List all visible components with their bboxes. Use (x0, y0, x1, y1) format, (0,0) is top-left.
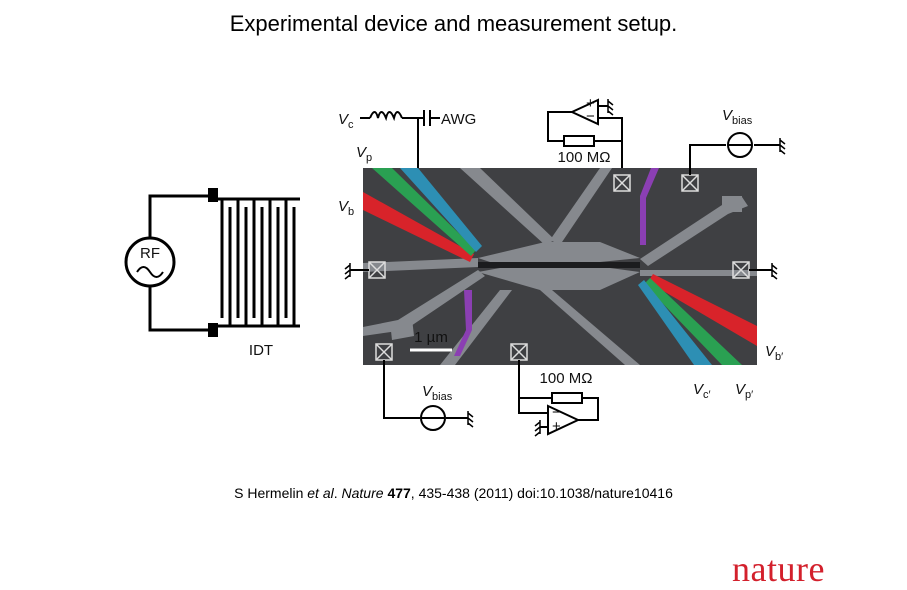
citation-etal: et al (307, 485, 334, 501)
citation-journal: Nature (341, 485, 384, 501)
right-ground (749, 263, 778, 280)
opamp-bottom-plus: + (552, 418, 561, 435)
resistor-bottom (551, 392, 583, 404)
nature-logo: nature (732, 549, 825, 589)
idt-top-pad (208, 188, 218, 202)
opamp-top (569, 98, 599, 126)
idt-label: IDT (249, 342, 273, 359)
gate-c-circuit: Vc AWG Vp Vb (338, 110, 476, 280)
resistor-top-label: 100 MΩ (558, 149, 611, 166)
vbias-top-wire (689, 144, 780, 175)
channel (478, 262, 640, 268)
ground-icon (771, 263, 778, 280)
opamp-bottom-minus: − (552, 404, 561, 421)
idt-fingers (220, 199, 296, 326)
citation: S Hermelin et al. Nature 477, 435-438 (2… (0, 485, 907, 501)
rf-idt-circuit: RF IDT (124, 188, 300, 359)
resistor-bottom-label: 100 MΩ (540, 370, 593, 387)
contact-box (613, 174, 631, 192)
ground-icon (779, 138, 786, 155)
bottom-bias-circuit: Vbias (383, 360, 474, 431)
citation-dot: . (333, 485, 342, 501)
citation-authors: S Hermelin (234, 485, 308, 501)
gate-red-right (648, 274, 757, 346)
vbias-bottom-wire (383, 360, 468, 419)
gate-blue-right (638, 280, 712, 365)
feedback-wire-bottom (518, 360, 599, 421)
citation-rest: , 435-438 (2011) doi:10.1038/nature10416 (410, 485, 673, 501)
awg-label: AWG (441, 111, 476, 128)
opamp-bottom (547, 404, 581, 436)
page-title: Experimental device and measurement setu… (229, 11, 678, 36)
citation-volume: 477 (387, 485, 411, 501)
right-gate-labels: Vb′ Vc′ Vp′ (693, 343, 783, 401)
bottom-amplifier-circuit: 100 MΩ − + (518, 360, 599, 437)
vbp-label: Vb′ (765, 343, 783, 363)
opamp-top-plus: + (586, 95, 595, 112)
vc-label: Vc (338, 111, 354, 131)
scale-bar-label: 1 µm (414, 329, 448, 346)
ground-icon (344, 263, 351, 280)
vbias-top-label: Vbias (722, 107, 753, 127)
vpp-label: Vp′ (735, 381, 753, 401)
sine-icon (136, 266, 164, 278)
ground-icon (467, 411, 474, 428)
gate-purple-bottom (454, 290, 472, 356)
top-amplifier-circuit: + − 100 MΩ (547, 95, 623, 168)
vb-label: Vb (338, 198, 354, 218)
idt-bottom-pad (208, 323, 218, 337)
grey-gates (363, 168, 757, 365)
capacitor-icon (423, 110, 431, 126)
opamp-top-minus: − (586, 108, 595, 125)
gate-red-left (363, 192, 474, 262)
sem-sample: 1 µm (363, 168, 757, 365)
ground-icon (534, 420, 541, 437)
vp-label: Vp (356, 144, 372, 164)
rf-label: RF (140, 245, 160, 262)
gate-blue-left (400, 168, 482, 252)
gate-green-left (372, 168, 476, 256)
contact-box (510, 343, 528, 361)
gate-purple-top (640, 168, 659, 245)
vcp-label: Vc′ (693, 381, 711, 401)
inductor-icon (369, 111, 403, 122)
vbias-bottom-label: Vbias (422, 383, 453, 403)
ground-icon (607, 99, 614, 116)
top-bias-circuit: Vbias (689, 107, 786, 175)
feedback-wire-top (547, 111, 623, 168)
rf-wire (148, 194, 214, 332)
resistor-top (563, 135, 595, 147)
gate-green-right (644, 278, 742, 365)
